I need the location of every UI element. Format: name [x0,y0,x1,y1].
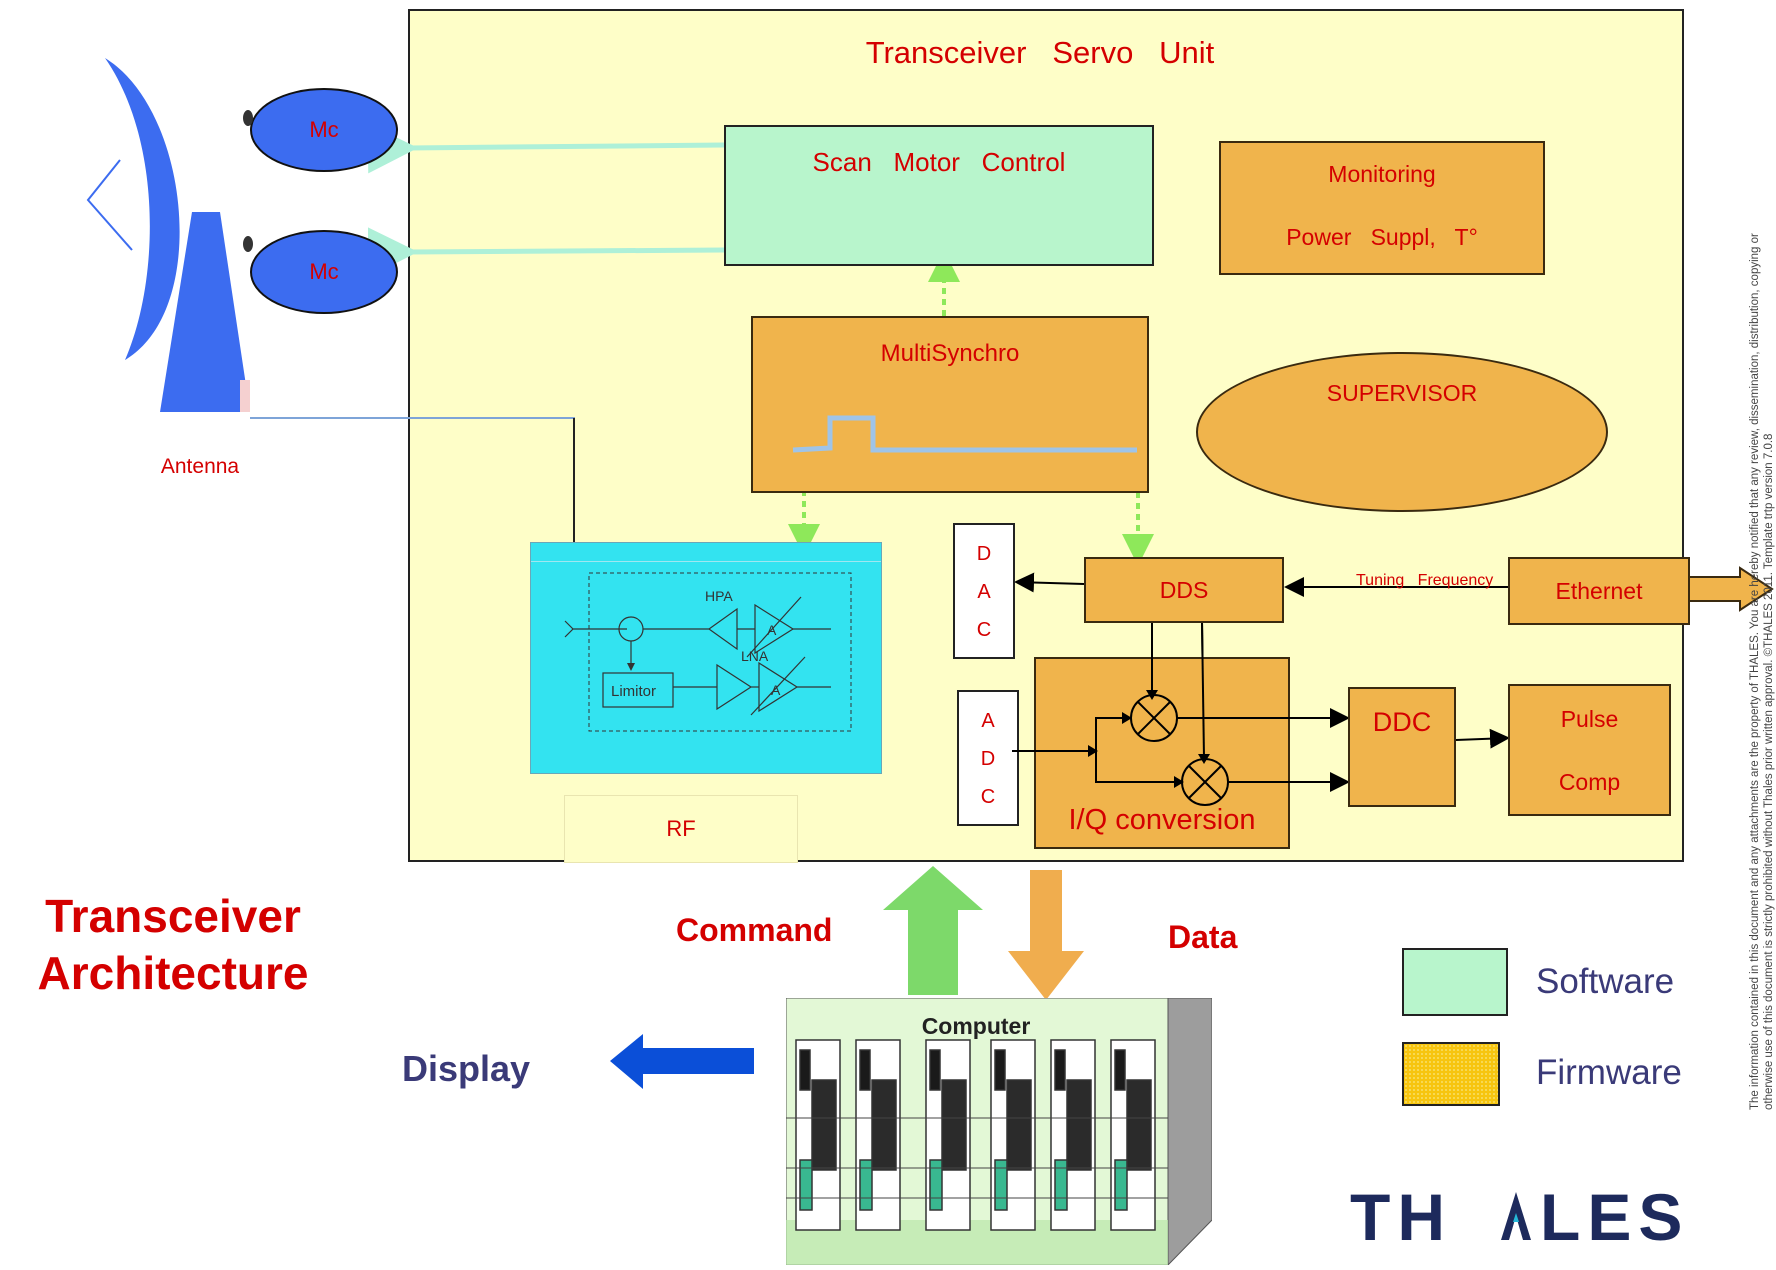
supervisor-block: SUPERVISOR [1196,352,1608,512]
dds-label: DDS [1159,576,1209,603]
ddc-label: DDC [1372,707,1432,737]
computer-block: Computer [785,997,1213,1267]
legend-software-swatch [1402,948,1508,1016]
motor-2-label: Mc [309,259,339,284]
data-arrow [1008,870,1084,1000]
rf-hpa-label: HPA [705,588,733,604]
pulse-waveform-icon [792,415,1137,453]
servo-unit-title: Transceiver Servo Unit [865,35,1215,70]
rf-label: RF [666,816,696,841]
motor-2: Mc [250,230,398,314]
limitor-box [602,672,674,708]
monitoring-block: Monitoring Power Suppl, T° [1219,141,1545,275]
motor-1-label: Mc [309,117,339,142]
adc-letter-a: A [981,709,995,732]
multisynchro-block: MultiSynchro [751,316,1149,493]
display-arrow [610,1034,754,1089]
comp-label: Comp [1558,769,1621,795]
hpa-amplifier-icon [707,607,738,651]
rf-label-box: RF [564,795,798,863]
ethernet-block: Ethernet [1508,557,1690,625]
scan-motor-control-label: Scan Motor Control [812,147,1066,177]
dds-block: DDS [1084,557,1284,623]
adc-letter-d: D [980,747,996,770]
display-label: Display [402,1048,531,1089]
scan-motor-control-block: Scan Motor Control [724,125,1154,266]
ethernet-output-arrow [1687,566,1774,612]
rf-block: HPA LNA Limitor A A [530,542,882,774]
lna-amplifier-icon [716,663,753,711]
antenna-icon [86,58,250,412]
ethernet-label: Ethernet [1555,577,1643,604]
motor-2-shaft [243,236,253,252]
dac-block: D A C [953,523,1015,659]
pulse-comp-block: Pulse Comp [1508,684,1671,816]
disclaimer: The information contained in this docume… [1748,90,1776,1110]
rf-limitor-label: Limitor [611,683,656,700]
disclaimer-line-1: The information contained in this docume… [1749,233,1761,1110]
antenna-label: Antenna [160,455,240,478]
monitoring-label: Monitoring [1328,161,1436,187]
rf-schematic: HPA LNA Limitor A A [564,572,852,732]
motor-1: Mc [250,88,398,172]
adc-letter-c: C [980,785,996,808]
mixer-2-icon [1181,758,1229,806]
mixer-1-icon [1130,694,1178,742]
legend-firmware-swatch [1402,1042,1500,1106]
dac-letter-d: D [976,542,992,565]
multisynchro-label: MultiSynchro [880,340,1020,367]
iq-conversion-label: I/Q conversion [1068,804,1256,836]
architecture-title: Transceiver Architecture [8,888,338,1002]
legend-software-label: Software [1536,962,1675,1001]
adc-block: A D C [957,690,1019,826]
dac-letter-c: C [976,618,992,641]
command-arrow [883,866,983,995]
dac-letter-a: A [977,580,991,603]
tuning-frequency-label: Tuning Frequency [1356,572,1494,589]
iq-conversion-block: I/Q conversion [1034,657,1290,849]
dds-to-dac-arrow [1014,572,1085,593]
amplifier-a2-icon [758,661,799,713]
amplifier-a1-icon [754,603,795,655]
architecture-title-line-2: Architecture [37,947,309,999]
rf-lna-label: LNA [741,648,769,664]
data-label: Data [1168,919,1238,955]
legend-firmware-label: Firmware [1536,1053,1682,1092]
supervisor-label: SUPERVISOR [1326,380,1478,406]
power-supply-label: Power Suppl, T° [1286,224,1478,250]
motor-control-arrow-2 [367,227,725,278]
command-label: Command [676,912,833,948]
rf-a1-label: A [767,622,777,638]
computer-label: Computer [922,1013,1031,1039]
ddc-block: DDC [1348,687,1456,807]
motor-1-shaft [243,110,253,126]
computer-icon: Computer [785,997,1213,1267]
pulse-label: Pulse [1560,706,1619,732]
architecture-title-line-1: Transceiver [45,890,301,942]
rf-a2-label: A [771,682,781,698]
motor-control-arrow-1 [367,123,725,174]
disclaimer-line-2: otherwise use of this document is strict… [1763,433,1775,1110]
